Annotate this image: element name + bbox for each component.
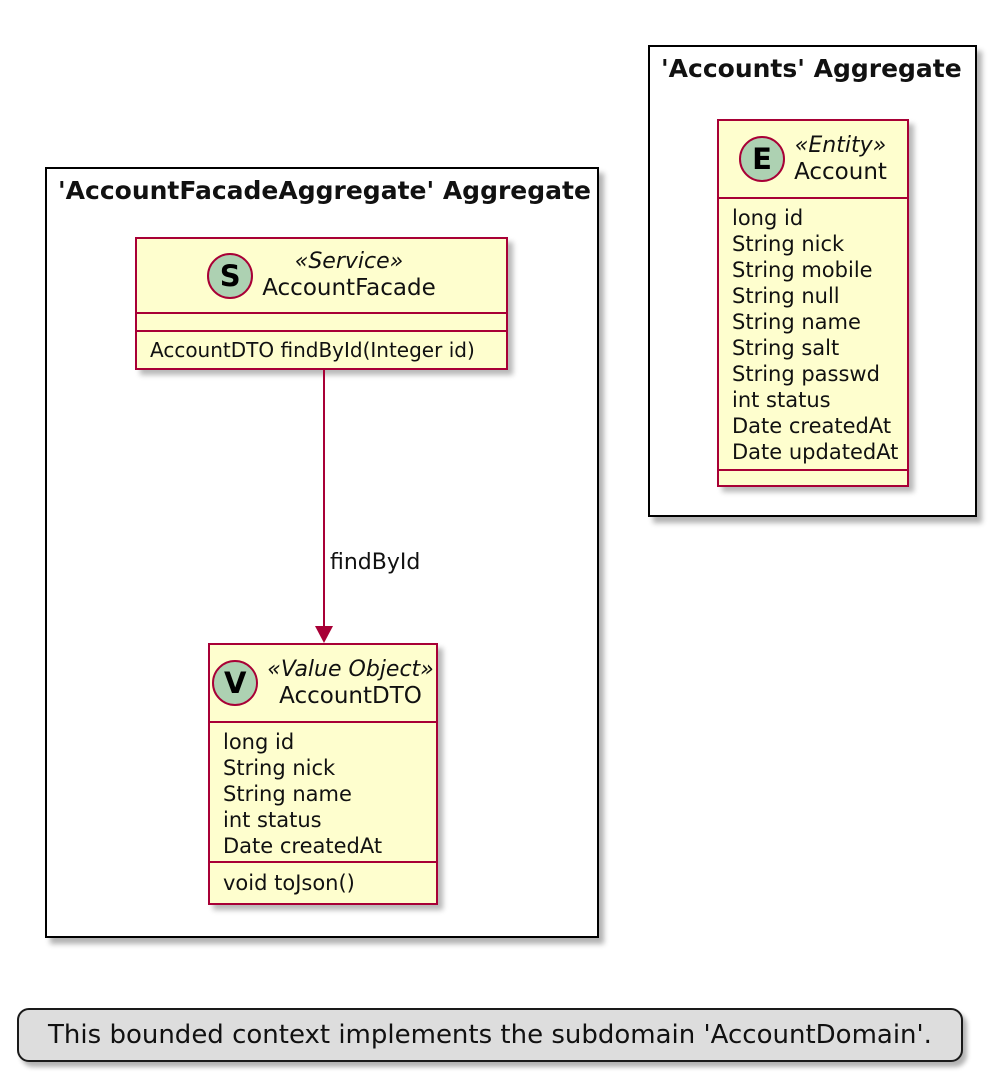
field-row: Date createdAt — [223, 834, 383, 858]
field-row: String name — [732, 310, 861, 334]
method-row: void toJson() — [223, 871, 355, 895]
field-row: long id — [223, 730, 295, 754]
field-row: String passwd — [732, 362, 880, 386]
legend-note-text: This bounded context implements the subd… — [48, 1020, 932, 1050]
field-row: Date updatedAt — [732, 440, 899, 464]
class-methods: void toJson() — [210, 861, 436, 903]
legend-note: This bounded context implements the subd… — [17, 1008, 963, 1062]
field-row: String nick — [732, 232, 845, 256]
class-name: AccountFacade — [262, 275, 436, 301]
class-fields: long id String nick String mobile String… — [719, 197, 907, 469]
package-accountfacadeaggregate: 'AccountFacadeAggregate' Aggregate S «Se… — [45, 167, 599, 938]
field-row: String nick — [223, 756, 336, 780]
entity-spot-icon: E — [739, 136, 786, 182]
method-row: AccountDTO findById(Integer id) — [150, 338, 475, 362]
class-name: Account — [794, 158, 887, 185]
class-fields-empty — [137, 312, 506, 330]
field-row: Date createdAt — [732, 414, 892, 438]
field-row: int status — [732, 388, 831, 412]
class-methods: AccountDTO findById(Integer id) — [137, 330, 506, 368]
package-title: 'AccountFacadeAggregate' Aggregate — [58, 176, 591, 205]
field-row: String mobile — [732, 258, 873, 282]
class-header: E «Entity» Account — [719, 121, 907, 197]
arrow-label-findbyid: findById — [330, 550, 421, 575]
class-stereotype: «Value Object» — [267, 656, 434, 682]
field-row: String name — [223, 782, 352, 806]
class-account: E «Entity» Account long id String nick S… — [717, 119, 909, 487]
field-row: int status — [223, 808, 322, 832]
class-methods-empty — [719, 469, 907, 485]
service-spot-icon: S — [207, 252, 254, 299]
field-row: long id — [732, 206, 804, 230]
arrow-head-icon — [315, 626, 333, 643]
package-accounts: 'Accounts' Aggregate E «Entity» Account … — [648, 45, 977, 517]
class-name: AccountDTO — [279, 682, 422, 709]
class-stereotype: «Entity» — [794, 132, 887, 158]
package-title: 'Accounts' Aggregate — [661, 54, 962, 83]
class-header: S «Service» AccountFacade — [137, 239, 506, 312]
field-row: String null — [732, 284, 840, 308]
class-fields: long id String nick String name int stat… — [210, 721, 436, 861]
value-object-spot-icon: V — [212, 660, 259, 706]
class-accountfacade: S «Service» AccountFacade AccountDTO fin… — [135, 237, 508, 370]
class-accountdto: V «Value Object» AccountDTO long id Stri… — [208, 643, 438, 905]
class-header: V «Value Object» AccountDTO — [210, 645, 436, 721]
class-stereotype: «Service» — [294, 249, 404, 274]
arrow-line — [323, 368, 325, 628]
field-row: String salt — [732, 336, 840, 360]
